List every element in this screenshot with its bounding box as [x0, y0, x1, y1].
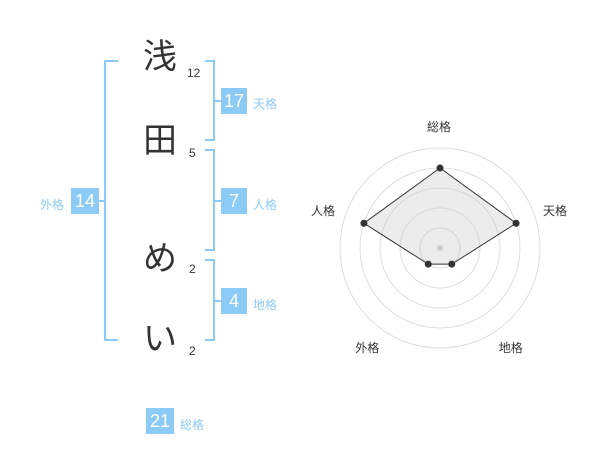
gaikaku-value: 14 [71, 188, 99, 214]
chikaku-label: 地格 [253, 298, 278, 312]
radar-point-4 [360, 219, 368, 227]
name-char-2-strokes: 5 [189, 146, 196, 160]
name-char-1: 浅 [143, 37, 177, 77]
radar-polygon [363, 167, 517, 265]
radar-point-1 [512, 219, 520, 227]
tenkaku-value: 17 [221, 88, 247, 114]
tenkaku-label: 天格 [253, 97, 278, 111]
name-char-1-strokes: 12 [187, 66, 201, 80]
radar-ring-3 [379, 187, 501, 309]
radar-point-2 [448, 260, 456, 268]
radar-axis-label-0: 総格 [427, 120, 452, 134]
radar-axis-label-1: 天格 [543, 204, 568, 219]
radar-center [437, 245, 443, 251]
soukaku-label: 総格 [180, 418, 205, 432]
radar-ring-5 [339, 147, 541, 349]
radar-ring-1 [419, 227, 461, 269]
radar-axis-label-4: 人格 [310, 204, 335, 219]
chikaku-value: 4 [221, 288, 247, 314]
radar-axis-label-2: 地格 [498, 340, 523, 355]
jinkaku-label: 人格 [253, 198, 278, 212]
radar-point-0 [436, 164, 444, 172]
name-char-4-strokes: 2 [189, 344, 196, 358]
name-char-3-strokes: 2 [189, 262, 196, 276]
name-char-4: い [143, 319, 177, 359]
gaikaku-label: 外格 [40, 198, 65, 212]
name-char-3: め [143, 239, 177, 279]
radar-point-3 [424, 260, 432, 268]
jinkaku-value: 7 [221, 188, 247, 214]
name-char-2: 田 [143, 121, 177, 161]
soukaku-value: 21 [146, 408, 174, 434]
radar-axis-label-3: 外格 [355, 340, 380, 355]
radar-ring-2 [399, 207, 481, 289]
